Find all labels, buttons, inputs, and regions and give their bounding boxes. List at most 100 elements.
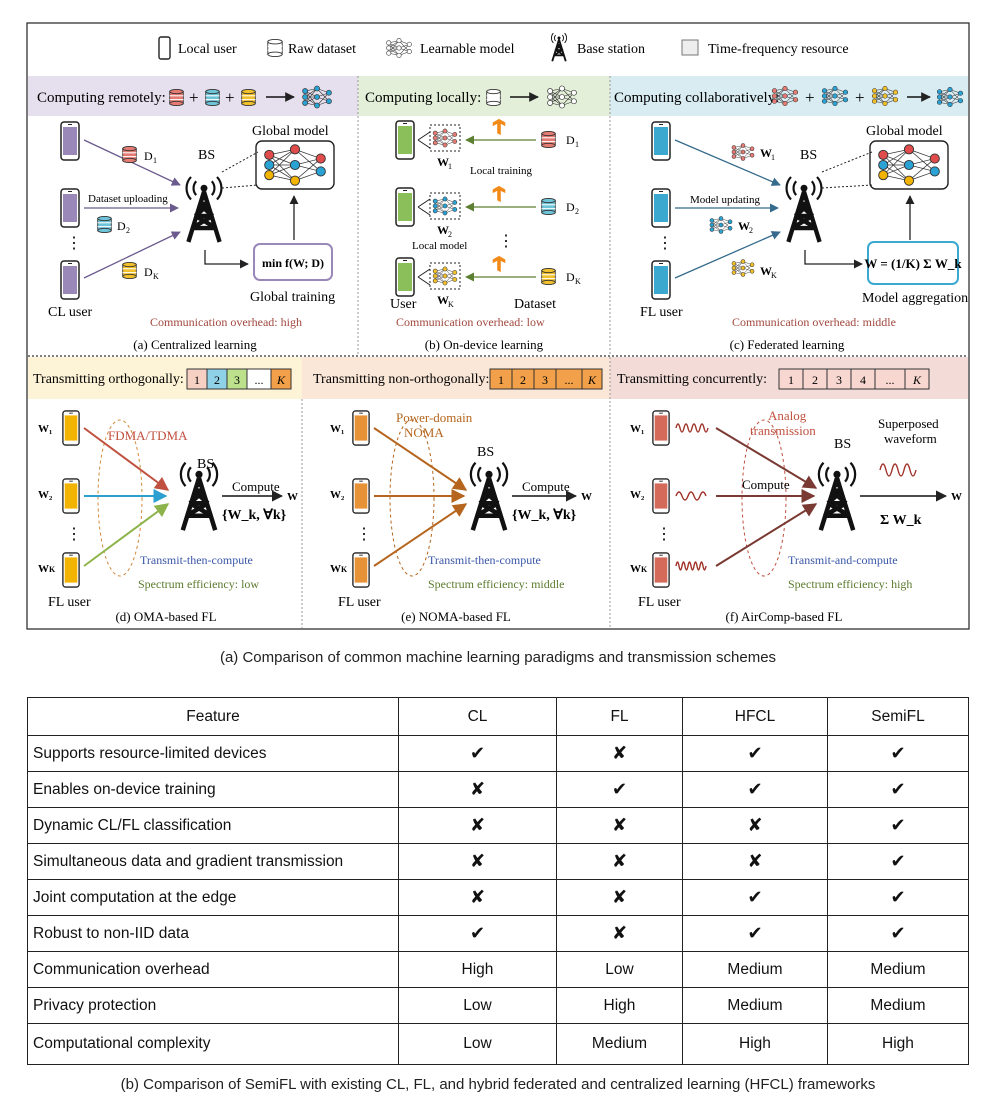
value-cell: Medium [556, 1023, 683, 1065]
phone-icon [60, 260, 80, 300]
d-method-label: Transmit-then-compute [140, 553, 253, 567]
block-label: 1 [498, 373, 504, 387]
cross-icon: ✘ [556, 807, 683, 844]
panel-federated-learning: Computing collaboratively: + + ⋮ FL user… [614, 85, 968, 352]
phone-icon [352, 552, 370, 588]
waveform-icon [675, 423, 709, 433]
c-w2-sub: 2 [749, 226, 753, 235]
b-d1-sub: 1 [575, 140, 579, 149]
header-hfcl: HFCL [682, 697, 828, 736]
table-row: Supports resource-limited devices✔✘✔✔ [27, 735, 969, 772]
neural-net-icon [386, 38, 412, 58]
svg-text:+: + [805, 88, 815, 107]
phone-icon [395, 257, 415, 297]
phone-icon [652, 478, 670, 514]
superposed-label-1: Superposed [878, 416, 939, 431]
waveform-icon [675, 561, 707, 571]
d1-label: D [144, 149, 153, 163]
value-cell: High [556, 987, 683, 1024]
e-efficiency-label: Spectrum efficiency: middle [428, 577, 564, 591]
block-label: K [276, 373, 286, 387]
d-bs-label: BS [197, 457, 214, 472]
block-label: 2 [214, 373, 220, 387]
figure-caption-a: (a) Comparison of common machine learnin… [219, 649, 777, 666]
figure-caption-b: (b) Comparison of SemiFL with existing C… [120, 1076, 876, 1093]
svg-text:+: + [189, 88, 199, 107]
f-efficiency-label: Spectrum efficiency: high [788, 577, 912, 591]
block-label: ... [255, 373, 264, 387]
w1-sub: 1 [448, 162, 452, 171]
check-icon: ✔ [556, 771, 683, 808]
legend-tf-resource: Time-frequency resource [708, 42, 849, 57]
database-yellow-icon [241, 89, 256, 106]
d-set-label: {W_k, ∀k} [222, 508, 287, 523]
database-cyan-icon [205, 89, 220, 106]
c-wk-label: W [760, 264, 772, 278]
header-semifl: SemiFL [827, 697, 969, 736]
tower-icon [471, 463, 507, 531]
header-fl: FL [556, 697, 683, 736]
f-sum-label: Σ W_k [880, 513, 922, 528]
value-cell: Medium [682, 951, 828, 988]
noma-label-2: NOMA [404, 425, 444, 440]
w2-label: W [437, 223, 449, 237]
cross-icon: ✘ [398, 807, 557, 844]
feature-cell: Communication overhead [27, 951, 399, 988]
feature-cell: Joint computation at the edge [27, 879, 399, 916]
table-body: Supports resource-limited devices✔✘✔✔Ena… [27, 735, 969, 1065]
feature-cell: Supports resource-limited devices [27, 735, 399, 772]
b-d1-label: D [566, 133, 575, 147]
model-aggregation-label: Model aggregation [862, 291, 968, 306]
block-label: 2 [520, 373, 526, 387]
wk-sub: K [448, 300, 454, 309]
e-bs-label: BS [477, 445, 494, 460]
legend-base-station: Base station [577, 42, 645, 57]
table-row: Robust to non-IID data✔✘✔✔ [27, 915, 969, 952]
feature-cell: Computational complexity [27, 1023, 399, 1065]
svg-text:W₂: W₂ [630, 489, 645, 501]
overhead-c: Communication overhead: middle [732, 315, 896, 329]
svg-text:⋮: ⋮ [356, 526, 372, 543]
table-row: Dynamic CL/FL classification✘✘✘✔ [27, 807, 969, 844]
superposed-label-2: waveform [884, 431, 937, 446]
w2-sub: 2 [448, 230, 452, 239]
resource-blocks-f: 1 2 3 4 ... K [778, 368, 930, 390]
database-icon [541, 198, 556, 215]
d-w-output: W [287, 491, 298, 503]
table-row: Enables on-device training✘✔✔✔ [27, 771, 969, 808]
diagram-frame [26, 22, 970, 630]
phone-icon [651, 260, 671, 300]
tower-icon [187, 177, 222, 242]
neural-net-icon [709, 216, 733, 234]
e-compute-label: Compute [522, 479, 570, 494]
feature-cell: Dynamic CL/FL classification [27, 807, 399, 844]
cross-icon: ✘ [682, 843, 828, 880]
phone-icon [651, 121, 671, 161]
phone-icon [395, 120, 415, 160]
noma-label-1: Power-domain [396, 410, 473, 425]
panel-aircomp-fl: Transmitting concurrently: 1 2 3 4 ... K… [617, 368, 962, 624]
check-icon: ✔ [682, 879, 828, 916]
value-cell: High [682, 1023, 828, 1065]
bs-label: BS [198, 148, 215, 163]
objective-formula: min f(W; D) [262, 256, 324, 270]
legend-local-user: Local user [178, 42, 237, 57]
tensorflow-icon [492, 185, 506, 203]
header-feature: Feature [27, 697, 399, 736]
feature-cell: Simultaneous data and gradient transmiss… [27, 843, 399, 880]
database-icon [541, 268, 556, 285]
database-icon [541, 131, 556, 148]
tensorflow-icon [492, 255, 506, 273]
feature-cell: Enables on-device training [27, 771, 399, 808]
superposed-waveform-icon [879, 463, 917, 477]
phone-icon [62, 552, 80, 588]
panel-a-header: Computing remotely: [37, 90, 166, 106]
phone-icon [62, 478, 80, 514]
phone-icon [651, 188, 671, 228]
d-compute-label: Compute [232, 479, 280, 494]
check-icon: ✔ [398, 915, 557, 952]
svg-text:WK: WK [330, 563, 348, 575]
resource-blocks-d: 1 2 3 ... K [186, 368, 292, 390]
f-method-label: Transmit-and-compute [788, 553, 898, 567]
